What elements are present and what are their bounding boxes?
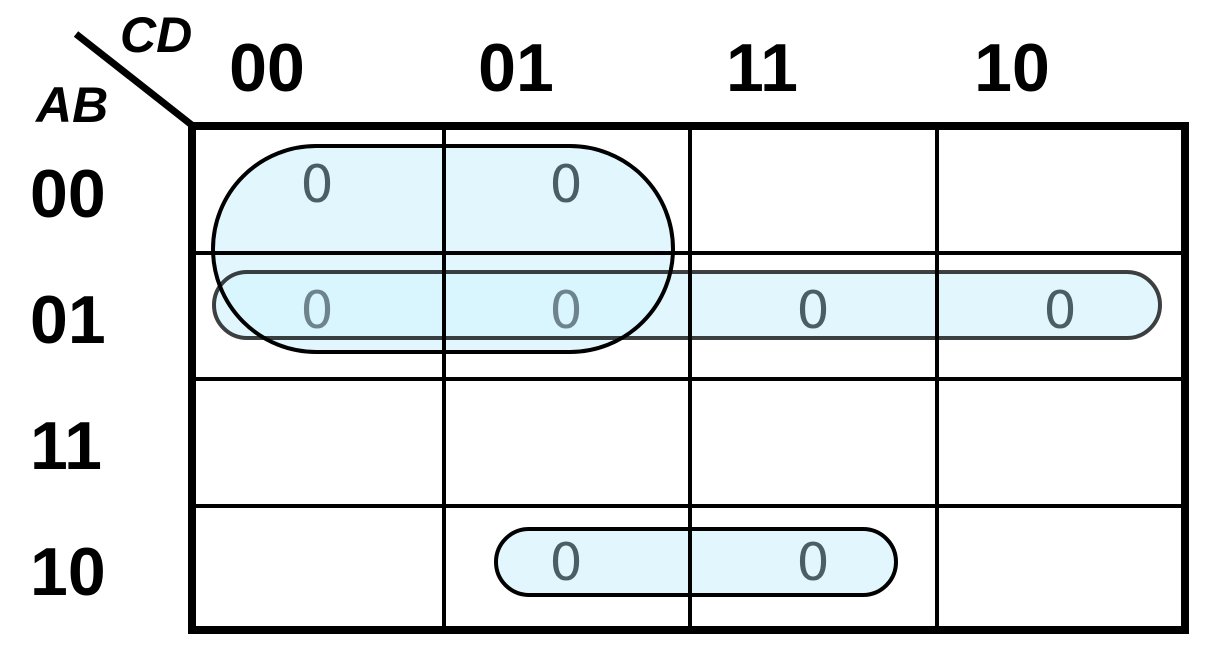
cell-10-11: 0 bbox=[796, 533, 829, 593]
row-label-10: 10 bbox=[30, 534, 106, 610]
column-label-10: 10 bbox=[974, 30, 1050, 106]
cell-01-11: 0 bbox=[796, 281, 829, 341]
cell-01-01: 0 bbox=[549, 281, 582, 341]
column-variable-label: CD bbox=[120, 7, 193, 63]
group-fills bbox=[213, 146, 1160, 595]
cell-values: 0 0 0 0 0 0 0 0 bbox=[300, 155, 1076, 593]
grid bbox=[188, 122, 1189, 634]
cell-00-00: 0 bbox=[300, 155, 333, 215]
column-label-00: 00 bbox=[229, 30, 305, 106]
row-variable-label: AB bbox=[36, 77, 109, 133]
cell-01-10: 0 bbox=[1043, 281, 1076, 341]
quad-group-outline bbox=[211, 144, 675, 354]
row-group-outline bbox=[212, 270, 1162, 340]
column-label-11: 11 bbox=[726, 30, 798, 106]
row-label-01: 01 bbox=[30, 282, 106, 358]
pair-group-fill bbox=[496, 529, 896, 595]
row-label-00: 00 bbox=[30, 156, 106, 232]
cell-00-01: 0 bbox=[549, 155, 582, 215]
group-outlines bbox=[211, 144, 1162, 597]
row-label-11: 11 bbox=[30, 408, 102, 484]
cell-01-00: 0 bbox=[300, 281, 333, 341]
grid-border bbox=[188, 122, 1189, 634]
column-label-01: 01 bbox=[478, 30, 554, 106]
corner-diagonal bbox=[73, 31, 196, 129]
pair-group-outline bbox=[494, 527, 898, 597]
cell-10-01: 0 bbox=[549, 533, 582, 593]
